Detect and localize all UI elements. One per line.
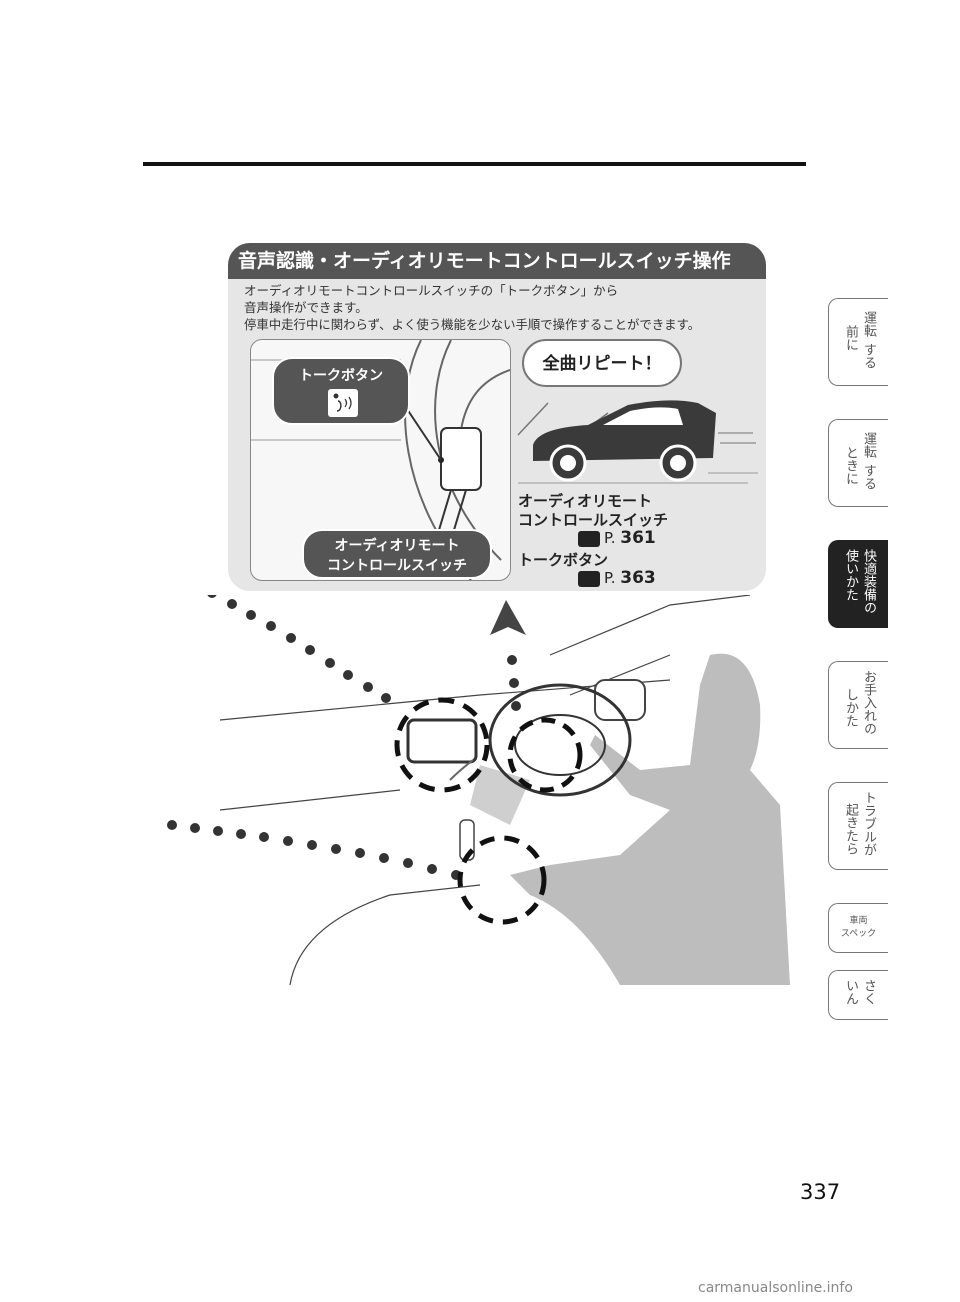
ref-audio-line1: オーディオリモート xyxy=(518,492,652,510)
tab-index[interactable]: さく いん xyxy=(828,970,888,1020)
ref-talk: トークボタン xyxy=(518,551,609,569)
audio-switch-label-line2: コントロールスイッチ xyxy=(327,558,467,574)
ref-audio-page-number: 361 xyxy=(620,528,656,548)
talk-button-label: トークボタン xyxy=(299,368,383,384)
tab-comfort-equipment[interactable]: 快適装備の 使いかた xyxy=(828,540,888,628)
arrow-up-icon xyxy=(490,600,526,635)
info-panel: 音声認識・オーディオリモートコントロールスイッチ操作 オーディオリモートコントロ… xyxy=(228,243,766,591)
tab-vehicle-specs[interactable]: 車両 スペック xyxy=(828,903,888,953)
ref-audio-line2: コントロールスイッチ xyxy=(518,511,669,529)
pointing-finger-icon xyxy=(578,530,600,547)
side-mirror xyxy=(594,679,646,721)
panel-line-2: 音声操作ができます。 xyxy=(244,300,368,315)
dotted-pointer-upper xyxy=(207,595,391,703)
cockpit-illustration xyxy=(167,595,790,985)
watermark: carmanualsonline.info xyxy=(698,1280,853,1296)
dotted-pointer-lower xyxy=(167,820,461,880)
tab-before-driving[interactable]: 運転 前に する xyxy=(828,298,888,386)
tab-troubleshooting[interactable]: トラブルが 起きたら xyxy=(828,782,888,870)
dotted-pointer-vertical xyxy=(507,655,521,711)
audio-switch-callout: オーディオリモート コントロールスイッチ xyxy=(302,529,492,579)
talk-button-callout: トークボタン xyxy=(272,357,410,425)
pointing-finger-icon xyxy=(578,570,600,587)
tab-maintenance[interactable]: お手入れの しかた xyxy=(828,661,888,749)
panel-line-1: オーディオリモートコントロールスイッチの「トークボタン」から xyxy=(244,283,619,298)
voice-talk-icon xyxy=(328,389,358,417)
panel-line-3: 停車中走行中に関わらず、よく使う機能を少ない手順で操作することができます。 xyxy=(244,317,701,332)
car-illustration xyxy=(517,400,758,484)
speech-bubble: 全曲リピート！ xyxy=(522,339,682,387)
panel-title: 音声認識・オーディオリモートコントロールスイッチ操作 xyxy=(228,243,766,279)
ref-talk-page-number: 363 xyxy=(620,568,656,588)
page-number: 337 xyxy=(800,1180,841,1204)
ref-audio-page-link[interactable]: P. 361 xyxy=(578,528,656,548)
audio-switch-label-line1: オーディオリモート xyxy=(334,538,460,554)
ref-talk-page-link[interactable]: P. 363 xyxy=(578,568,656,588)
top-rule xyxy=(143,162,806,166)
tab-when-driving[interactable]: 運転 ときに する xyxy=(828,419,888,507)
